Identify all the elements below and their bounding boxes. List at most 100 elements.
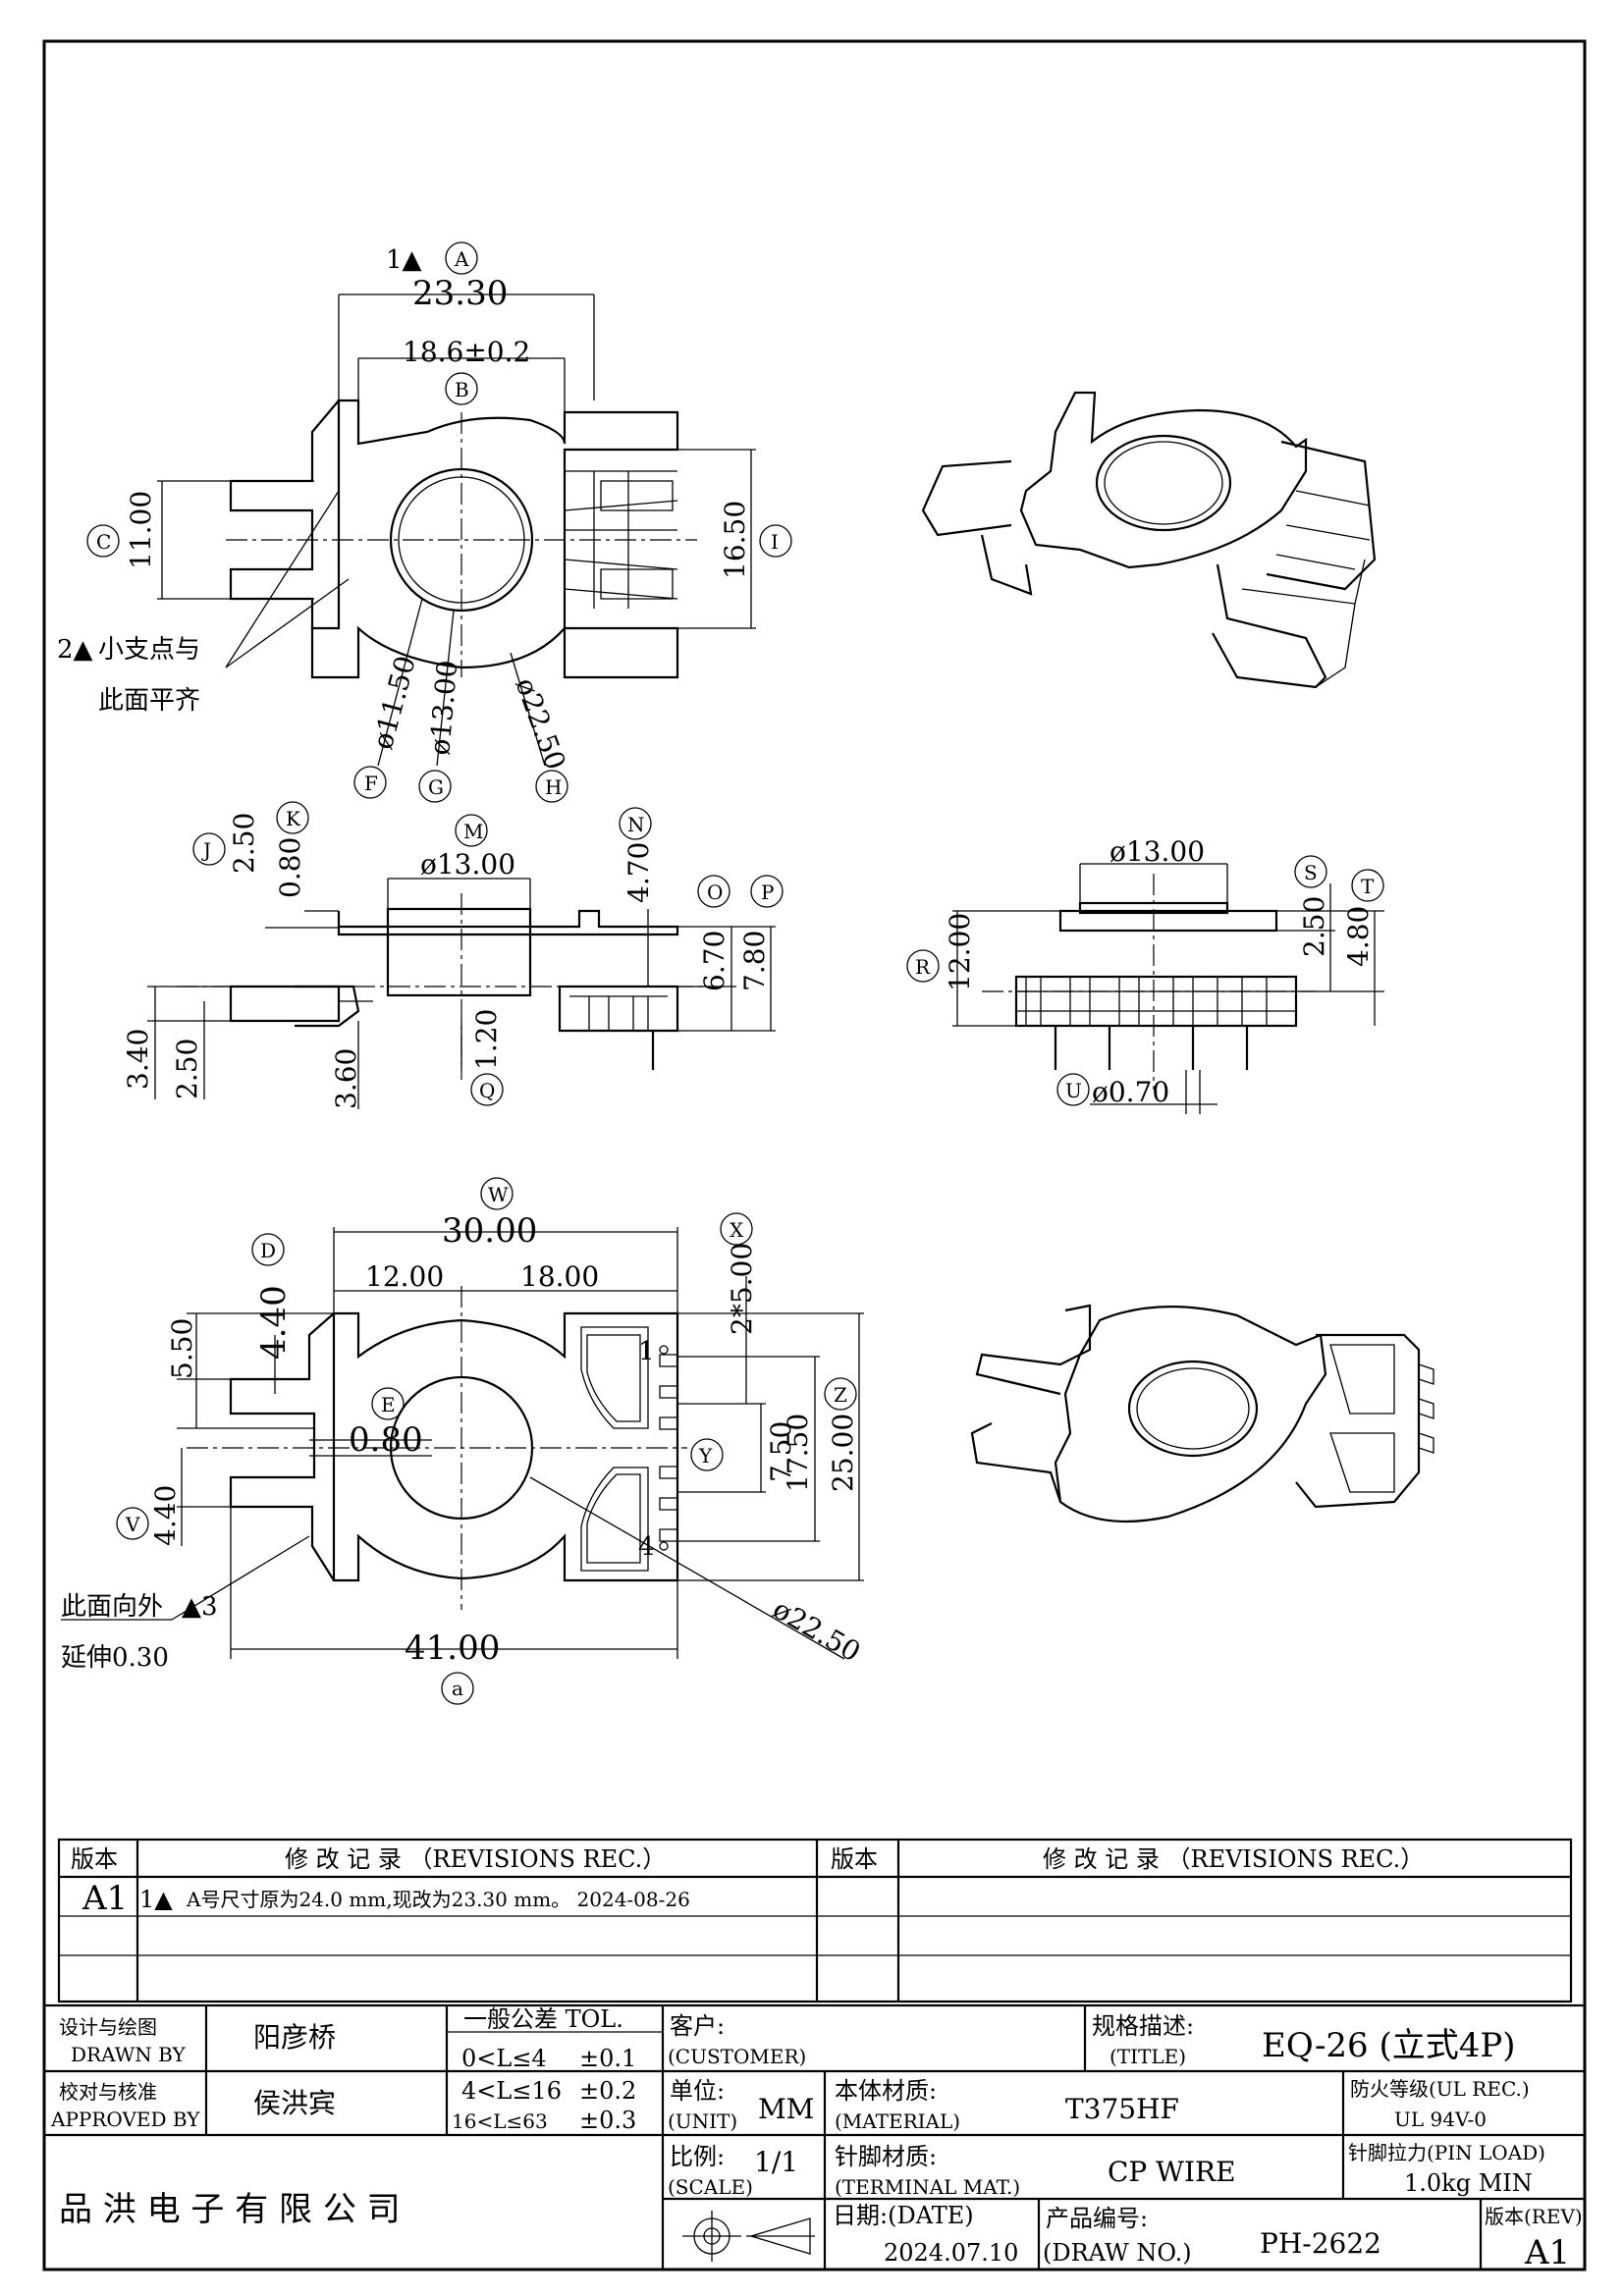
- end-dim-s: 2.50: [1298, 896, 1330, 957]
- dim-z-value: 25.00: [827, 1414, 859, 1492]
- revision-table: 版本 修 改 记 录 （REVISIONS REC.） 版本 修 改 记 录 （…: [57, 1838, 1573, 2003]
- title-label-en: (TITLE): [1109, 2045, 1186, 2068]
- side-dim-o-value: 6.70: [698, 931, 730, 991]
- side-dim-q-value: 1.20: [470, 1009, 503, 1070]
- note-2-marker: 2▲: [57, 635, 93, 665]
- dim-x-value: 2*5.00: [726, 1243, 758, 1335]
- drawno-label-cn: 产品编号:: [1046, 2205, 1148, 2232]
- iso-view-bottom: [970, 1304, 1434, 1523]
- letter-e: E: [381, 1393, 396, 1416]
- ul-label: 防火等级(UL REC.): [1350, 2077, 1530, 2101]
- material-value: T375HF: [1065, 2093, 1179, 2125]
- letter-d: D: [260, 1239, 276, 1262]
- letter-i: I: [771, 530, 779, 554]
- pin-load-label: 针脚拉力(PIN LOAD): [1348, 2141, 1545, 2164]
- letter-y: Y: [698, 1444, 713, 1468]
- approve-label-cn: 校对与核准: [59, 2080, 157, 2104]
- end-dim-r: 12.00: [944, 913, 976, 991]
- side-dim-m-value: ø13.00: [420, 848, 515, 881]
- rev-header-ver-left: 版本: [71, 1845, 118, 1873]
- rev-label: 版本(REV): [1485, 2205, 1583, 2228]
- iso-view-top: [921, 391, 1377, 689]
- title-value: EQ-26 (立式4P): [1262, 2026, 1516, 2065]
- tol-val-2: ±0.2: [579, 2077, 636, 2105]
- letter-o: O: [707, 881, 723, 904]
- letter-z: Z: [834, 1383, 847, 1407]
- letter-u: U: [1065, 1079, 1082, 1102]
- letter-g: G: [428, 775, 444, 799]
- letter-v: V: [125, 1513, 140, 1536]
- note-3-marker: ▲3: [182, 1592, 218, 1622]
- letter-r: R: [915, 955, 931, 979]
- title-block: 设计与绘图 DRAWN BY 阳彦桥 校对与核准 APPROVED BY 侯洪宾…: [42, 2003, 1587, 2272]
- side-dim-left2: 2.50: [171, 1039, 203, 1099]
- letter-m: M: [463, 820, 483, 843]
- dim-mid-value: 17.50: [782, 1414, 814, 1492]
- material-label-cn: 本体材质:: [835, 2077, 937, 2105]
- letter-b: B: [455, 378, 469, 401]
- pin-4-label: 4: [638, 1532, 655, 1562]
- dim-d-value: 4.40: [254, 1285, 294, 1360]
- dim-a2-value: 41.00: [405, 1629, 500, 1668]
- dim-b-value: 18.6±0.2: [403, 336, 530, 368]
- end-dim-u: ø0.70: [1092, 1076, 1169, 1108]
- dim-d2-value: 5.50: [166, 1318, 198, 1379]
- customer-label-cn: 客户:: [670, 2012, 725, 2040]
- rev-value: A1: [1524, 2233, 1570, 2272]
- tol-range-3: 16<L≤63: [452, 2109, 548, 2133]
- design-label-en: DRAWN BY: [71, 2043, 186, 2066]
- terminal-label-cn: 针脚材质:: [835, 2143, 937, 2170]
- terminal-label-en: (TERMINAL MAT.): [835, 2175, 1020, 2199]
- scale-label-cn: 比例:: [670, 2143, 725, 2170]
- rev-header-rec-right: 修 改 记 录 （REVISIONS REC.）: [1043, 1845, 1424, 1873]
- terminal-value: CP WIRE: [1108, 2156, 1236, 2188]
- side-dim-j-value: 2.50: [228, 813, 260, 874]
- letter-x: X: [730, 1218, 744, 1242]
- pin-load-value: 1.0kg MIN: [1404, 2169, 1533, 2197]
- side-dim-n-value: 4.70: [622, 842, 655, 903]
- drawno-label-en: (DRAW NO.): [1043, 2239, 1192, 2267]
- title-label-cn: 规格描述:: [1092, 2012, 1194, 2040]
- letter-n: N: [627, 813, 645, 836]
- note-2-line1: 小支点与: [98, 635, 200, 665]
- dim-v-value: 4.40: [149, 1485, 182, 1546]
- dim-left-value: 12.00: [365, 1260, 444, 1293]
- dim-i-value: 16.50: [719, 501, 751, 579]
- dim-f-value: ø11.50: [366, 653, 422, 753]
- tol-range-2: 4<L≤16: [461, 2077, 562, 2105]
- tol-title: 一般公差 TOL.: [463, 2005, 623, 2033]
- date-label: 日期:(DATE): [833, 2202, 974, 2229]
- unit-label-en: (UNIT): [668, 2109, 737, 2133]
- side-dim-left1: 3.40: [122, 1029, 154, 1090]
- side-dim-k-value: 0.80: [274, 837, 306, 898]
- end-dim-top: ø13.00: [1109, 835, 1205, 868]
- tol-range-1: 0<L≤4: [461, 2045, 547, 2072]
- revision-marker-1: 1▲: [386, 245, 422, 275]
- rev-row-text: A号尺寸原为24.0 mm,现改为23.30 mm。 2024-08-26: [186, 1888, 690, 1911]
- letter-a: A: [454, 247, 469, 271]
- projection-symbol: [682, 2211, 815, 2262]
- dim-y-value: 7.50: [765, 1421, 797, 1482]
- unit-value: MM: [758, 2093, 814, 2125]
- letter-a-lower: a: [452, 1677, 463, 1700]
- end-dim-t: 4.80: [1342, 906, 1375, 967]
- tol-val-1: ±0.1: [579, 2045, 636, 2072]
- dim-dia-value: ø22.50: [768, 1592, 867, 1668]
- letter-f: F: [364, 772, 378, 795]
- side-view: ø13.00 M 2.50 0.80 J K 4.70 6.70 7.80 N …: [122, 801, 784, 1109]
- top-view: 23.30 1▲ A 18.6±0.2 B 11.00 C 16.50 I ø1…: [57, 241, 792, 803]
- rev-row-marker: 1▲: [139, 1886, 173, 1913]
- dim-e-value: 0.80: [349, 1420, 423, 1460]
- dim-a-value: 23.30: [412, 274, 508, 313]
- designer-name: 阳彦桥: [253, 2021, 336, 2054]
- dim-h-value: ø22.50: [509, 673, 571, 774]
- side-dim-left3: 3.60: [330, 1048, 362, 1109]
- scale-label-en: (SCALE): [668, 2175, 753, 2199]
- note-3-line1: 此面向外: [61, 1592, 163, 1622]
- letter-c: C: [96, 530, 111, 554]
- pin-1-label: 1: [638, 1337, 655, 1366]
- sheet-border: [42, 39, 1587, 2271]
- material-label-en: (MATERIAL): [835, 2109, 960, 2133]
- design-label-cn: 设计与绘图: [59, 2015, 157, 2039]
